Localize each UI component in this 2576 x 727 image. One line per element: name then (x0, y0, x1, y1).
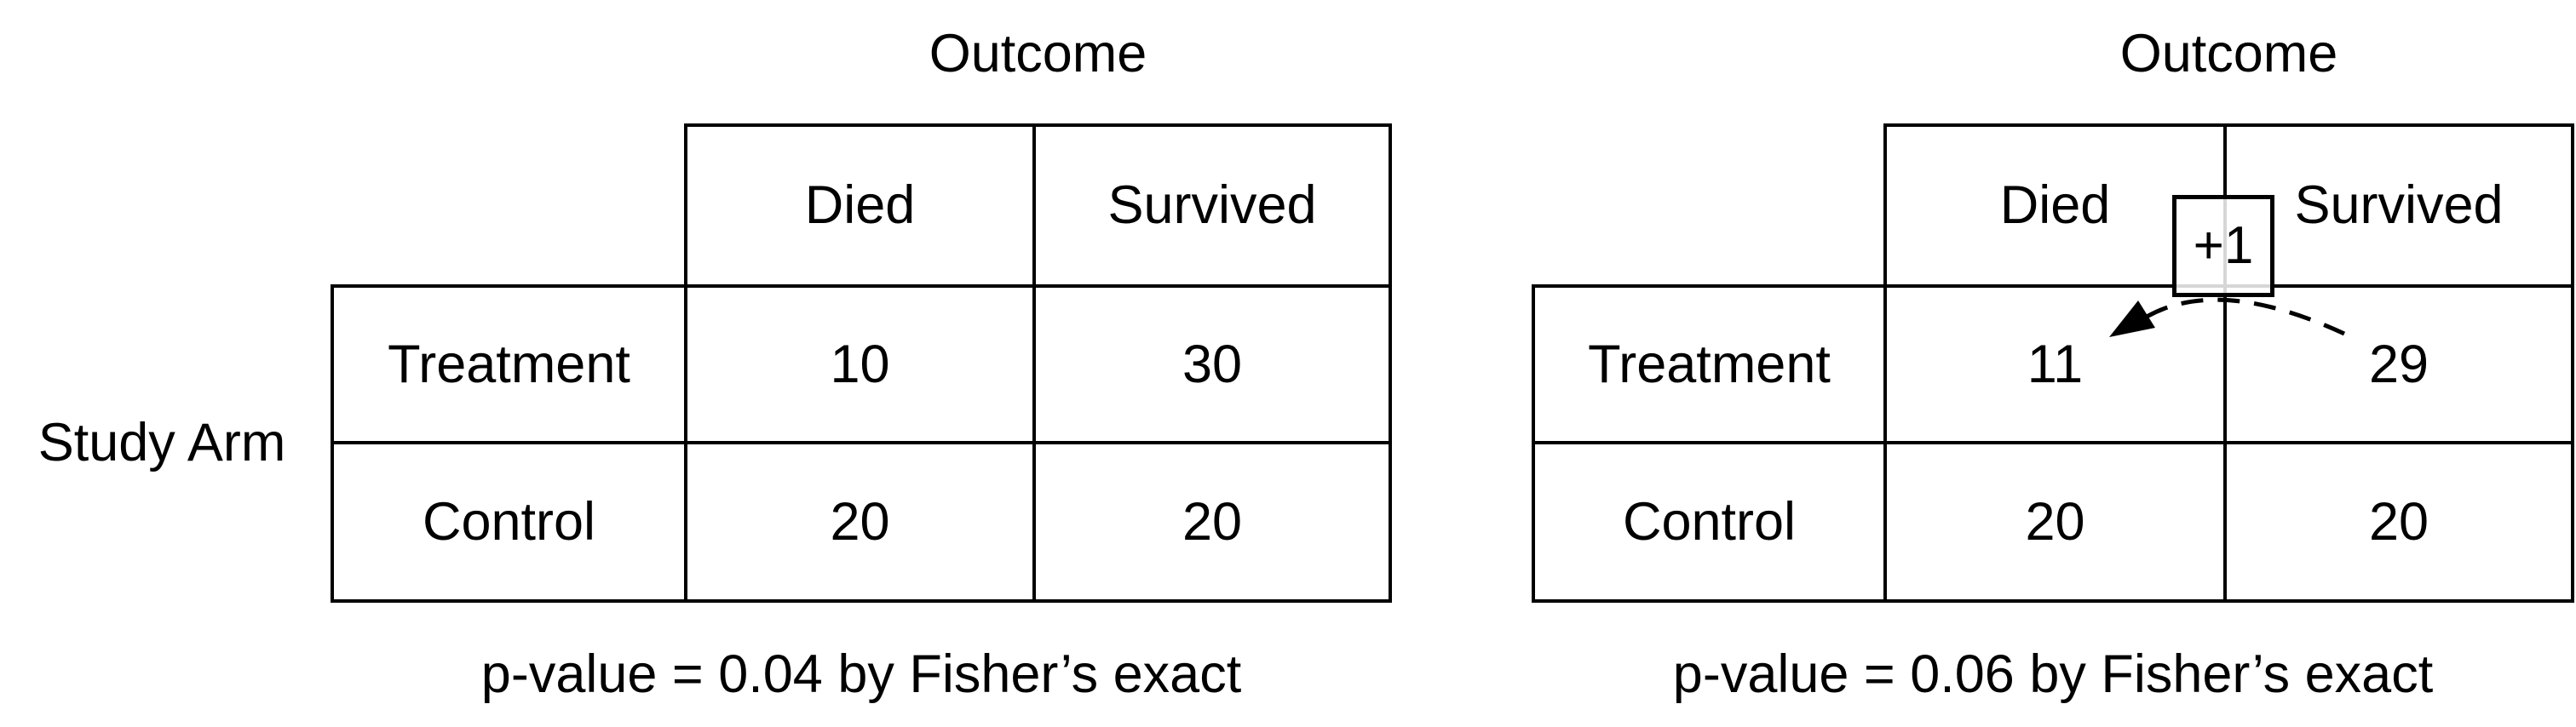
right-caption-pvalue: p-value = 0.06 by Fisher’s exact (1672, 644, 2434, 704)
left-row-label-control: Control (422, 491, 596, 552)
right-cell-control-died: 20 (2025, 491, 2085, 552)
right-cell-treatment-died: 11 (2027, 334, 2084, 394)
left-outcome-title: Outcome (929, 23, 1147, 83)
right-col-header-survived: Survived (2294, 175, 2504, 235)
left-cell-control-survived: 20 (1182, 491, 1243, 552)
left-table-grid (331, 123, 1392, 603)
right-outcome-title: Outcome (2119, 23, 2338, 83)
right-col-header-died: Died (1999, 175, 2111, 235)
plus-one-badge-label: +1 (2193, 216, 2254, 275)
left-cell-control-died: 20 (830, 491, 890, 552)
right-table-grid (1532, 123, 2574, 603)
right-cell-treatment-survived: 29 (2368, 334, 2429, 394)
left-col-header-survived: Survived (1107, 175, 1317, 235)
left-col-header-died: Died (804, 175, 916, 235)
right-row-label-treatment: Treatment (1588, 334, 1831, 394)
left-cell-treatment-died: 10 (830, 334, 890, 394)
study-arm-axis-label: Study Arm (37, 412, 286, 472)
left-row-label-treatment: Treatment (388, 334, 630, 394)
right-cell-control-survived: 20 (2368, 491, 2429, 552)
left-caption-pvalue: p-value = 0.04 by Fisher’s exact (480, 644, 1242, 704)
plus-one-badge: +1 (2172, 195, 2274, 297)
right-row-label-control: Control (1622, 491, 1797, 552)
left-cell-treatment-survived: 30 (1182, 334, 1243, 394)
